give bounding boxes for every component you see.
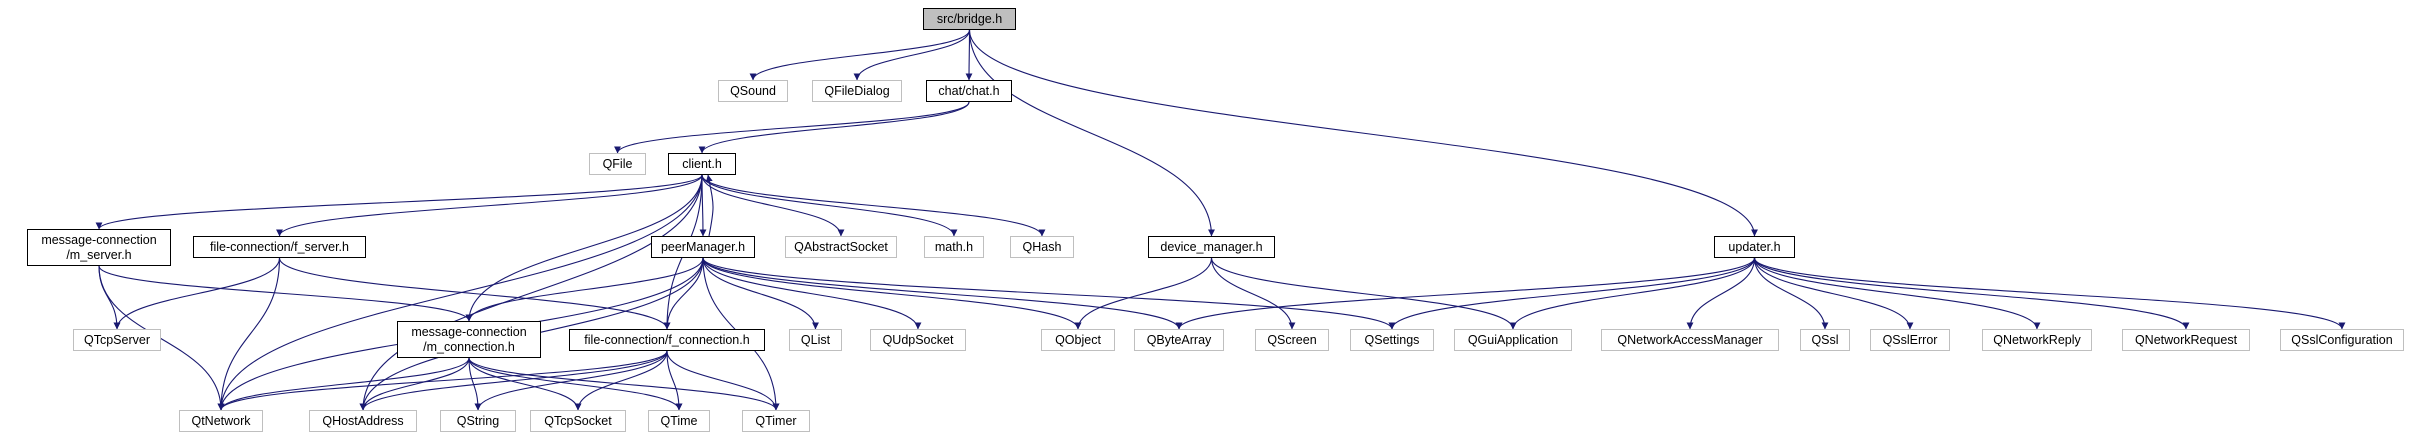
edge-client-to-mconnection (465, 174, 703, 322)
node-qnetworkreply: QNetworkReply (1982, 329, 2092, 351)
edge-client-to-qabstractsocket (701, 174, 845, 237)
node-qbytearray: QByteArray (1134, 329, 1224, 351)
edge-fserver-to-qtnetwork (217, 257, 281, 411)
edge-devicemanager-to-qguiapplication (1210, 257, 1517, 330)
edge-peermanager-to-qlist (702, 257, 819, 330)
edge-fserver-to-fconnection (278, 257, 671, 330)
node-qfile: QFile (589, 153, 646, 175)
node-qsound: QSound (718, 80, 788, 102)
node-qtcpsocket: QTcpSocket (530, 410, 626, 432)
edge-updater-to-qnetworkaccessmanager (1686, 257, 1756, 330)
edge-mconnection-to-qtnetwork (217, 357, 470, 411)
edge-client-to-mserver (95, 174, 703, 230)
edge-client-to-qhostaddress (359, 174, 703, 411)
node-qtimer: QTimer (742, 410, 810, 432)
node-device-manager-h[interactable]: device_manager.h (1148, 236, 1275, 258)
edge-updater-to-qnetworkrequest (1753, 257, 2190, 330)
edge-client-to-qhash (701, 174, 1046, 237)
node-qobject: QObject (1041, 329, 1115, 351)
node-qstring: QString (440, 410, 516, 432)
node-qguiapplication: QGuiApplication (1454, 329, 1572, 351)
node-qlist: QList (789, 329, 842, 351)
edge-devicemanager-to-qscreen (1210, 257, 1296, 330)
node-qscreen: QScreen (1255, 329, 1329, 351)
edge-peermanager-to-mconnection (465, 257, 704, 322)
edge-fconnection-to-qtimer (666, 350, 780, 411)
edge-fserver-to-qtcpserver (113, 257, 281, 330)
edge-devicemanager-to-qobject (1074, 257, 1213, 330)
node-qsslconfiguration: QSslConfiguration (2280, 329, 2404, 351)
edge-mconnection-to-qtimer (468, 357, 780, 411)
edge-peermanager-to-client (705, 174, 714, 237)
edge-updater-to-qssl (1753, 257, 1829, 330)
edge-bridge-to-qfiledialog (853, 29, 971, 81)
edge-peermanager-to-qudpsocket (702, 257, 922, 330)
edge-client-to-fserver (276, 174, 703, 237)
node-file-connection-f-connection-h[interactable]: file-connection/f_connection.h (569, 329, 765, 351)
node-src-bridge-h[interactable]: src/bridge.h (923, 8, 1016, 30)
edge-chat-to-client (698, 101, 970, 154)
edge-updater-to-qsettings (1388, 257, 1756, 330)
edge-client-to-mathh (701, 174, 958, 237)
edge-updater-to-qguiapplication (1509, 257, 1756, 330)
edge-fconnection-to-qhostaddress (359, 350, 668, 411)
node-qnetworkrequest: QNetworkRequest (2122, 329, 2250, 351)
edge-updater-to-qbytearray (1175, 257, 1756, 330)
edge-peermanager-to-qobject (702, 257, 1082, 330)
edge-bridge-to-devicemanager (968, 29, 1215, 237)
node-qssl: QSsl (1800, 329, 1850, 351)
node-peermanager-h[interactable]: peerManager.h (651, 236, 755, 258)
edge-bridge-to-qsound (749, 29, 971, 81)
edge-peermanager-to-qsettings (702, 257, 1396, 330)
node-message-connection-m-connection-h[interactable]: message-connection /m_connection.h (397, 321, 541, 358)
edge-bridge-to-updater (968, 29, 1758, 237)
node-qudpsocket: QUdpSocket (870, 329, 966, 351)
edge-updater-to-qsslerror (1753, 257, 1914, 330)
node-message-connection-m-server-h[interactable]: message-connection /m_server.h (27, 229, 171, 266)
node-file-connection-f-server-h[interactable]: file-connection/f_server.h (193, 236, 366, 258)
node-qsettings: QSettings (1350, 329, 1434, 351)
edge-mconnection-to-qtime (468, 357, 683, 411)
edge-mconnection-to-qhostaddress (359, 357, 470, 411)
node-qtcpserver: QTcpServer (73, 329, 161, 351)
node-qtnetwork: QtNetwork (179, 410, 263, 432)
node-qfiledialog: QFileDialog (812, 80, 902, 102)
edge-chat-to-qfile (614, 101, 970, 154)
edge-mconnection-to-qtcpsocket (468, 357, 582, 411)
node-updater-h[interactable]: updater.h (1714, 236, 1795, 258)
node-qhash: QHash (1010, 236, 1074, 258)
node-chat-chat-h[interactable]: chat/chat.h (926, 80, 1012, 102)
node-qnetworkaccessmanager: QNetworkAccessManager (1601, 329, 1779, 351)
node-math-h: math.h (924, 236, 984, 258)
edge-fconnection-to-qtime (666, 350, 683, 411)
node-client-h[interactable]: client.h (668, 153, 736, 175)
edge-mserver-to-mconnection (98, 265, 473, 322)
edge-fconnection-to-qtcpsocket (574, 350, 668, 411)
node-qsslerror: QSslError (1870, 329, 1950, 351)
edge-peermanager-to-qbytearray (702, 257, 1183, 330)
node-qabstractsocket: QAbstractSocket (785, 236, 897, 258)
edge-peermanager-to-fconnection (663, 257, 704, 330)
edge-fconnection-to-qstring (474, 350, 668, 411)
edge-updater-to-qsslconfiguration (1753, 257, 2346, 330)
edge-fconnection-to-qtnetwork (217, 350, 668, 411)
edge-updater-to-qnetworkreply (1753, 257, 2041, 330)
node-qtime: QTime (648, 410, 710, 432)
node-qhostaddress: QHostAddress (309, 410, 417, 432)
